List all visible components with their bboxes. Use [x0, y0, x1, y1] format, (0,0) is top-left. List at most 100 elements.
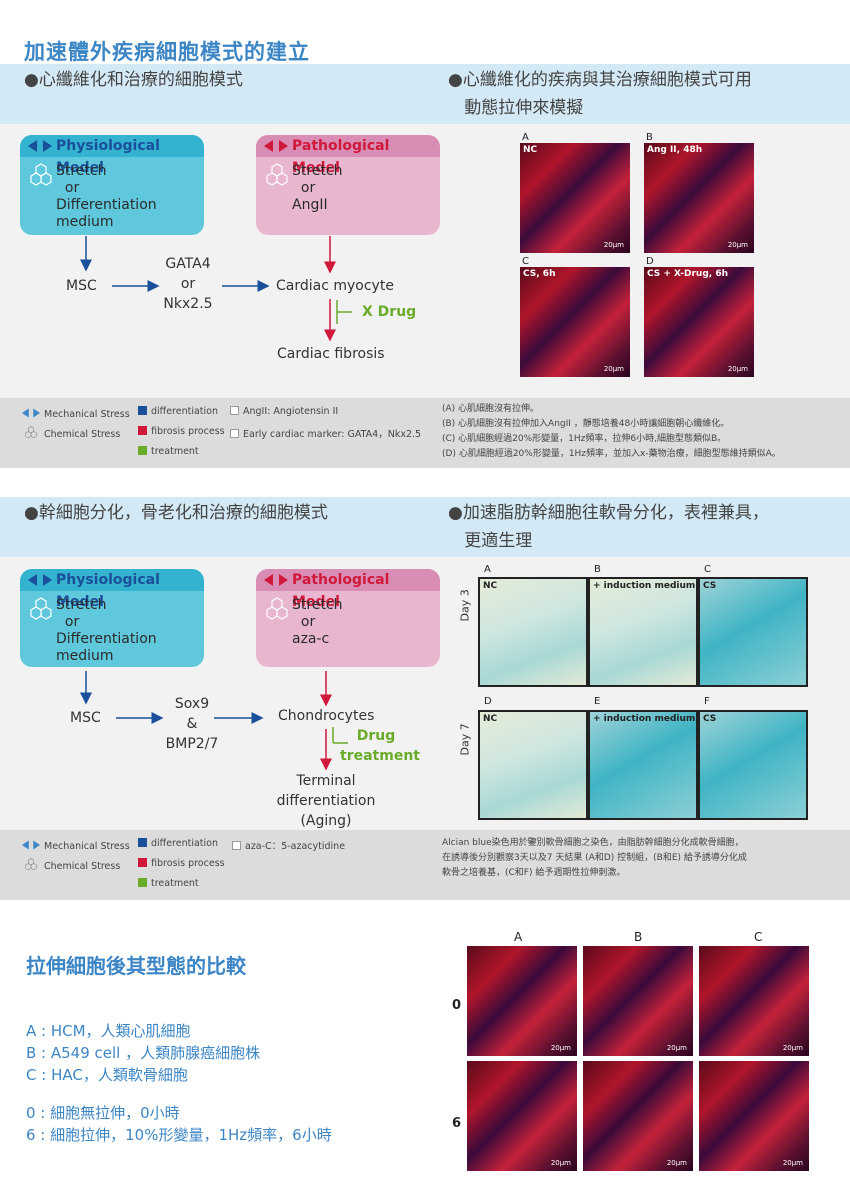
legend-treatment: treatment	[138, 446, 199, 457]
factors-label-2: Sox9 & BMP2/7	[165, 696, 219, 752]
legend-fibrosis: fibrosis process	[138, 858, 225, 869]
legend-azac: aza-C：5-azacytidine	[232, 838, 345, 852]
panel-letter-b: B	[646, 132, 653, 143]
section2-flow-arrows	[80, 671, 348, 771]
factors-label: GATA4 or Nkx2.5	[163, 256, 213, 312]
section3-title: 拉伸細胞後其型態的比較	[26, 954, 246, 978]
stretch-image-b6: 20μm	[583, 1061, 693, 1171]
section2-right-heading: ●加速脂肪幹細胞往軟骨分化，表裡兼具， 更適生理	[448, 503, 769, 551]
section1-legend: Mechanical Stress Chemical Stress differ…	[0, 398, 850, 468]
physiological-model-text: Stretch or Differentiation medium	[56, 597, 157, 664]
day3-label: Day 3	[458, 589, 472, 622]
cell-cluster-icon	[22, 858, 40, 872]
legend-mechanical: Mechanical Stress	[22, 406, 130, 420]
stain-image-f: CS	[698, 710, 808, 820]
micrograph-c: CS, 6h 20μm	[520, 267, 630, 377]
physiological-model-title: Physiological Model	[20, 135, 204, 176]
section1-right-heading: ●心纖維化的疾病與其治療細胞模式可用 動態拉伸來模擬	[448, 70, 752, 118]
desc-line: 6 : 細胞拉伸，10%形變量，1Hz頻率，6小時	[26, 1126, 332, 1144]
panel-letter-d: D	[646, 256, 654, 267]
micrograph-a: NC 20μm	[520, 143, 630, 253]
section3-description: A : HCM，人類心肌細胞 B : A549 cell ，人類肺腺癌細胞株 C…	[26, 1020, 332, 1146]
image-label: CS + X-Drug, 6h	[647, 269, 728, 279]
msc-label-2: MSC	[70, 710, 101, 726]
stain-image-d: NC	[478, 710, 588, 820]
micrograph-b: Ang II, 48h 20μm	[644, 143, 754, 253]
chondrocytes-label: Chondrocytes	[278, 708, 375, 724]
stain-image-e: + induction medium	[588, 710, 698, 820]
legend-chemical: Chemical Stress	[22, 426, 120, 440]
msc-label: MSC	[66, 278, 97, 294]
panel-letter-b2: B	[594, 564, 601, 575]
stain-image-a: NC	[478, 577, 588, 687]
micrograph-d: CS + X-Drug, 6h 20μm	[644, 267, 754, 377]
scale-bar: 20μm	[603, 365, 624, 373]
terminal-differentiation-label: Terminal differentiation (Aging)	[276, 773, 376, 829]
section1-flow-arrows	[80, 236, 352, 342]
physiological-model-box-2: Physiological Model Stretch or Different…	[20, 569, 204, 667]
scale-bar: 20μm	[727, 365, 748, 373]
section1-caption: (A) 心肌細胞沒有拉伸。 (B) 心肌細胞沒有拉伸加入AngII ，靜態培養4…	[442, 404, 781, 459]
bidirectional-arrow-icon	[22, 838, 40, 852]
legend-mechanical: Mechanical Stress	[22, 838, 130, 852]
image-label: Ang II, 48h	[647, 145, 703, 155]
panel-letter-f2: F	[704, 696, 710, 707]
physiological-model-box: Physiological Model Stretch or Different…	[20, 135, 204, 235]
desc-line: C : HAC，人類軟骨細胞	[26, 1066, 188, 1084]
section1-left-heading: ●心纖維化和治療的細胞模式	[24, 70, 243, 90]
legend-differentiation: differentiation	[138, 838, 218, 849]
row-label-0: 0	[452, 998, 462, 1013]
day7-label: Day 7	[458, 723, 472, 756]
legend-chemical: Chemical Stress	[22, 858, 120, 872]
physiological-model-text: Stretch or Differentiation medium	[56, 163, 157, 230]
pathological-model-box-2: Pathological Model Stretch or aza-c	[256, 569, 440, 667]
scale-bar: 20μm	[603, 241, 624, 249]
scale-bar: 20μm	[727, 241, 748, 249]
page-title: 加速體外疾病細胞模式的建立	[24, 40, 310, 64]
panel-letter-c: C	[522, 256, 529, 267]
cell-cluster-icon	[22, 426, 40, 440]
pathological-model-title: Pathological Model	[256, 135, 440, 176]
stain-image-c: CS	[698, 577, 808, 687]
pathological-model-title: Pathological Model	[256, 569, 440, 610]
col-label-c: C	[754, 930, 763, 944]
col-label-b: B	[634, 930, 643, 944]
cardiac-fibrosis-label: Cardiac fibrosis	[277, 346, 385, 362]
section2-left-heading: ●幹細胞分化，骨老化和治療的細胞模式	[24, 503, 328, 523]
bidirectional-arrow-icon	[22, 406, 40, 420]
pathological-model-box: Pathological Model Stretch or AngII	[256, 135, 440, 235]
legend-differentiation: differentiation	[138, 406, 218, 417]
desc-line	[26, 1086, 332, 1102]
stain-image-b: + induction medium	[588, 577, 698, 687]
desc-line: B : A549 cell ，人類肺腺癌細胞株	[26, 1044, 261, 1062]
legend-angii: AngII: Angiotensin II	[230, 406, 338, 417]
stretch-image-a6: 20μm	[467, 1061, 577, 1171]
section1-heading-band: ●心纖維化和治療的細胞模式 ●心纖維化的疾病與其治療細胞模式可用 動態拉伸來模擬	[0, 64, 850, 124]
image-label: CS, 6h	[523, 269, 556, 279]
section2-caption: Alcian blue染色用於鑒別軟骨細胞之染色，由脂肪幹細胞分化成軟骨細胞， …	[442, 838, 747, 878]
desc-line: 0 : 細胞無拉伸，0小時	[26, 1104, 180, 1122]
legend-treatment: treatment	[138, 878, 199, 889]
legend-marker: Early cardiac marker: GATA4，Nkx2.5	[230, 426, 421, 440]
section2-legend: Mechanical Stress Chemical Stress differ…	[0, 830, 850, 900]
pathological-model-text: Stretch or AngII	[292, 163, 343, 213]
row-label-6: 6	[452, 1116, 462, 1131]
x-drug-label: X Drug	[362, 304, 417, 320]
panel-letter-a: A	[522, 132, 529, 143]
pathological-model-text: Stretch or aza-c	[292, 597, 343, 647]
panel-letter-c2: C	[704, 564, 711, 575]
stretch-image-a0: 20μm	[467, 946, 577, 1056]
desc-line: A : HCM，人類心肌細胞	[26, 1022, 191, 1040]
drug-treatment-label: Drug treatment	[340, 728, 420, 764]
cardiac-myocyte-label: Cardiac myocyte	[276, 278, 394, 294]
panel-letter-d2: D	[484, 696, 492, 707]
image-label: NC	[523, 145, 538, 155]
stretch-image-c6: 20μm	[699, 1061, 809, 1171]
panel-letter-a2: A	[484, 564, 491, 575]
section2-heading-band: ●幹細胞分化，骨老化和治療的細胞模式 ●加速脂肪幹細胞往軟骨分化，表裡兼具， 更…	[0, 497, 850, 557]
stretch-image-b0: 20μm	[583, 946, 693, 1056]
col-label-a: A	[514, 930, 523, 944]
stretch-image-c0: 20μm	[699, 946, 809, 1056]
panel-letter-e2: E	[594, 696, 601, 707]
legend-fibrosis: fibrosis process	[138, 426, 225, 437]
